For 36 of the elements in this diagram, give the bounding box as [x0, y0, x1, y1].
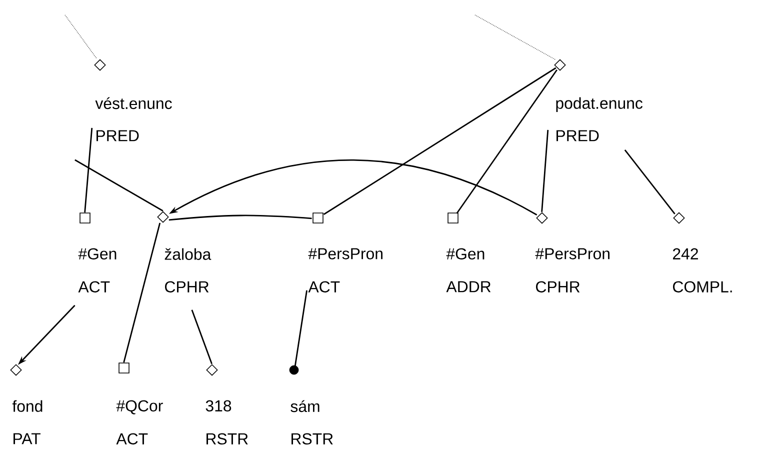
connector-line — [541, 130, 549, 212]
node-label: #QCor — [116, 400, 163, 414]
connector-line — [84, 128, 93, 212]
node-label: CPHR — [536, 281, 580, 292]
node-label: ACT — [116, 433, 148, 444]
connector-line — [323, 67, 556, 215]
node-label: 318 — [206, 400, 232, 412]
node-label: PRED — [96, 130, 139, 142]
connector-line — [456, 70, 558, 214]
connector-line — [74, 159, 164, 212]
connector-line — [474, 14, 556, 60]
node-label: ACT — [78, 281, 110, 292]
node-label: ACT — [308, 281, 340, 292]
connector-line — [64, 14, 98, 60]
node-label: ADDR — [446, 281, 491, 292]
node-label: PRED — [556, 130, 599, 142]
connector-line — [168, 214, 312, 221]
node-label: podat.enunc — [556, 97, 643, 112]
node-label: vést.enunc — [95, 97, 172, 110]
connector-line — [123, 222, 161, 363]
connector-line — [191, 310, 212, 364]
node-label: #Gen — [78, 248, 116, 260]
node-label: 242 — [673, 248, 698, 260]
node-label: fond — [12, 400, 42, 412]
node-label: sám — [290, 400, 320, 412]
node-label: COMPL. — [673, 281, 732, 292]
node-label: RSTR — [292, 433, 333, 444]
node-label: žaloba — [164, 248, 212, 260]
node-label: #Gen — [446, 248, 484, 260]
node-label: CPHR — [165, 281, 209, 292]
connector-line — [624, 149, 676, 214]
node-label: #PersPron — [535, 248, 610, 260]
node-label: PAT — [14, 433, 40, 444]
node-label: #PersPron — [308, 248, 382, 260]
connector-line — [294, 290, 308, 366]
node-label: RSTR — [206, 433, 248, 444]
